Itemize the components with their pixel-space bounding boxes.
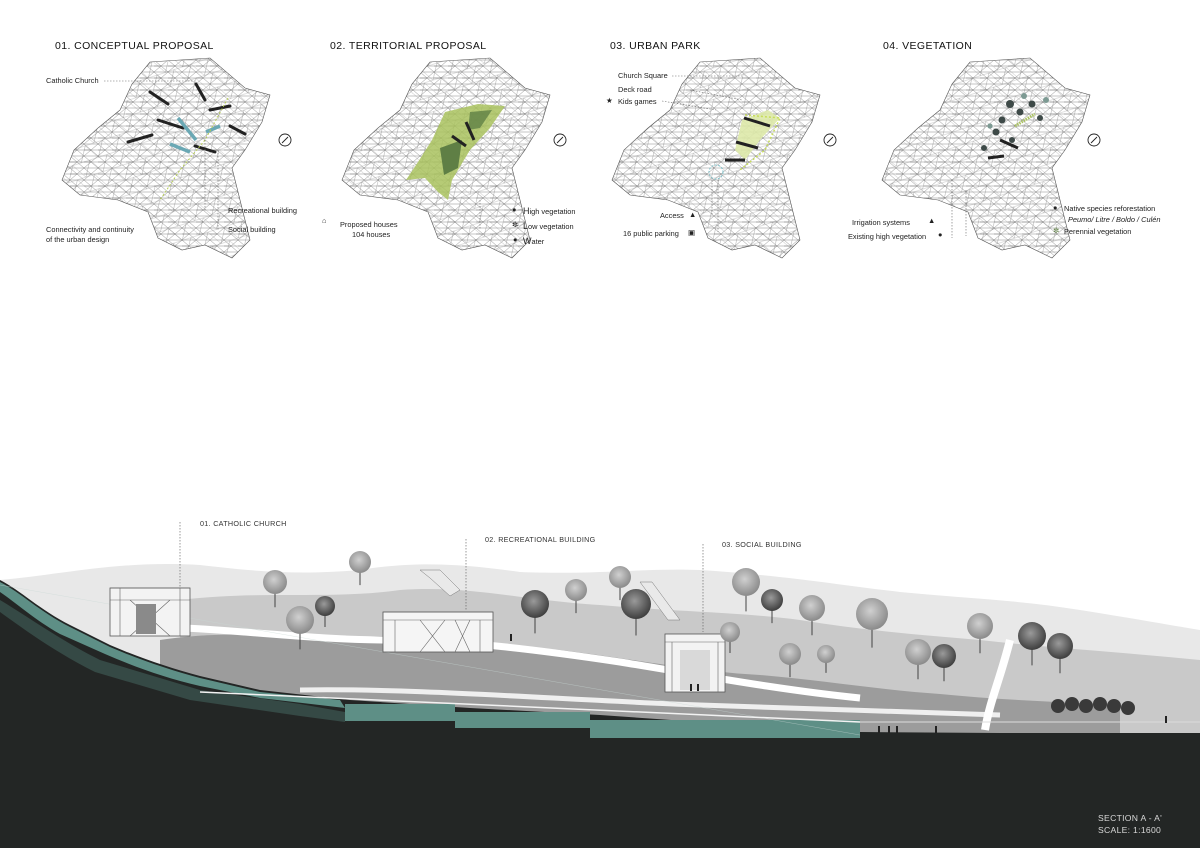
section-title: SECTION A - A'	[1098, 813, 1163, 823]
tree-icon	[621, 589, 651, 619]
panel-title-urban-park: 03. URBAN PARK	[610, 40, 701, 52]
catholic-church-building	[109, 587, 191, 637]
recreational-building	[382, 611, 494, 653]
car-icon: ▣	[688, 228, 695, 237]
tree-icon	[932, 644, 956, 668]
panel-title-territorial: 02. TERRITORIAL PROPOSAL	[330, 40, 487, 52]
section-label-social: 03. SOCIAL BUILDING	[722, 540, 802, 549]
vegetation-terrain	[881, 57, 1101, 259]
section-label-recreational: 02. RECREATIONAL BUILDING	[485, 535, 596, 544]
urban-park-terrain	[611, 57, 837, 259]
panel-title-conceptual: 01. CONCEPTUAL PROPOSAL	[55, 40, 214, 52]
compass-icon	[823, 133, 837, 147]
label-perennial: Perennial vegetation	[1064, 227, 1132, 236]
tree-icon	[905, 639, 931, 665]
tree-icon	[817, 645, 835, 663]
shrub-icon	[1107, 699, 1121, 713]
shrub-icon: ✼	[512, 220, 519, 229]
tree-icon: ●	[938, 230, 943, 239]
perennial-icon: ✼	[1053, 226, 1060, 235]
tree-icon	[779, 643, 801, 665]
tree-icon	[349, 551, 371, 573]
social-building	[664, 633, 726, 693]
water-drop-icon: ●	[513, 235, 518, 244]
label-recreational-building: Recreational building	[228, 206, 298, 215]
label-irrigation: Irrigation systems	[852, 218, 910, 227]
tree-icon	[565, 579, 587, 601]
shrub-icon	[1051, 699, 1065, 713]
shrub-icon	[1079, 699, 1093, 713]
tree-icon	[315, 596, 335, 616]
label-social-building: Social building	[228, 225, 276, 234]
tree-icon	[799, 595, 825, 621]
tree-icon	[732, 568, 760, 596]
tree-icon	[1047, 633, 1073, 659]
label-deck-road: Deck road	[618, 85, 652, 94]
person-icon	[935, 726, 937, 733]
section-drawing	[0, 522, 1200, 848]
label-low-vegetation: Low vegetation	[523, 221, 574, 231]
label-existing-high-veg: Existing high vegetation	[848, 232, 927, 241]
native-tree-icon: ●	[1053, 203, 1058, 212]
shrub-icon	[1065, 697, 1079, 711]
section-label-church: 01. CATHOLIC CHURCH	[200, 519, 287, 528]
tree-icon	[761, 589, 783, 611]
tree-icon	[967, 613, 993, 639]
label-high-vegetation: High vegetation	[523, 206, 576, 216]
label-connectivity-line2: of the urban design	[46, 235, 110, 244]
compass-icon	[278, 133, 292, 147]
label-catholic-church: Catholic Church	[46, 76, 99, 85]
label-public-parking: 16 public parking	[623, 229, 679, 238]
person-icon	[697, 684, 699, 691]
label-kids-games: Kids games	[618, 97, 657, 106]
label-connectivity-line1: Connectivity and continuity	[46, 225, 134, 234]
tree-icon	[1018, 622, 1046, 650]
panel-title-vegetation: 04. VEGETATION	[883, 40, 973, 52]
tree-icon	[521, 590, 549, 618]
access-icon: ▲	[689, 210, 697, 219]
shrub-icon	[1121, 701, 1135, 715]
label-access: Access	[660, 211, 684, 220]
territorial-terrain	[341, 57, 567, 259]
tree-icon	[286, 606, 314, 634]
tree-icon	[856, 598, 888, 630]
label-water: Water	[523, 236, 545, 246]
person-icon	[510, 634, 512, 641]
tree-icon	[263, 570, 287, 594]
label-species-list: Peumo/ Litre / Boldo / Culén	[1068, 215, 1161, 224]
label-houses-count: 104 houses	[352, 230, 391, 239]
label-native-species: Native species reforestation	[1064, 204, 1156, 213]
house-icon: ⌂	[322, 216, 327, 225]
tree-icon	[720, 622, 740, 642]
section-scale: SCALE: 1:1600	[1098, 825, 1162, 835]
tree-icon	[609, 566, 631, 588]
person-icon	[878, 726, 880, 733]
irrigation-icon: ▲	[928, 216, 936, 225]
person-icon	[896, 726, 898, 733]
child-icon: ★	[606, 96, 613, 105]
shrub-icon	[1093, 697, 1107, 711]
person-icon	[888, 726, 890, 733]
person-icon	[1165, 716, 1167, 723]
compass-icon	[553, 133, 567, 147]
tree-icon: ●	[512, 205, 517, 214]
compass-icon	[1087, 133, 1101, 147]
person-icon	[690, 684, 692, 691]
label-church-square: Church Square	[618, 71, 668, 80]
conceptual-terrain	[61, 57, 292, 259]
label-proposed-houses: Proposed houses	[340, 220, 398, 229]
